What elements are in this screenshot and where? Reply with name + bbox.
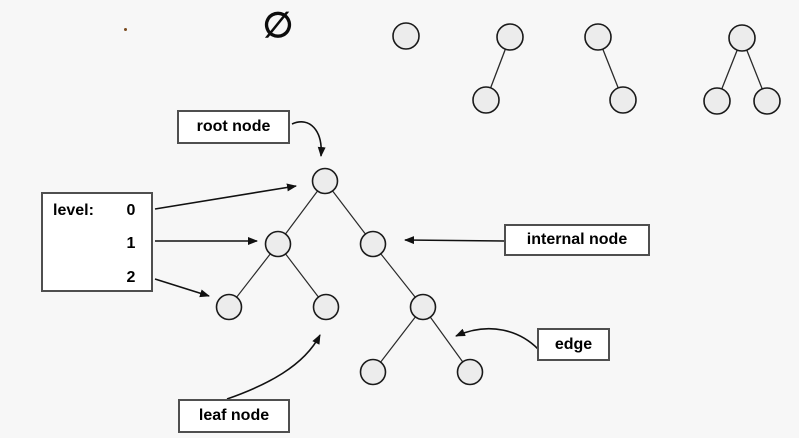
level-1-value: 1 (126, 235, 136, 252)
example-tree-two-children (703, 24, 781, 115)
root-node (311, 167, 339, 195)
internal-node-arrow (404, 236, 505, 245)
internal-node-label-text: internal node (526, 231, 628, 248)
tree-edge-pointed (372, 306, 424, 373)
level-0-arrow (154, 183, 297, 210)
tree-node (392, 22, 420, 50)
tree-node (609, 86, 637, 114)
level-2-value: 2 (126, 269, 136, 286)
internal-node-right (359, 230, 387, 258)
leaf-node-d (456, 358, 484, 386)
main-tree (215, 167, 484, 386)
root-node-arrow (291, 121, 326, 157)
empty-set-symbol: ∅ (262, 6, 294, 45)
edge-label: edge (537, 328, 610, 361)
level-2-arrow (154, 278, 210, 298)
edge-label-text: edge (554, 335, 593, 353)
example-tree-right-child (584, 23, 637, 114)
tree-node (703, 87, 731, 115)
leaf-node-label: leaf node (178, 399, 290, 433)
tree-node (584, 23, 612, 51)
tree-edge (228, 243, 279, 308)
tree-node (728, 24, 756, 52)
root-node-label: root node (177, 110, 290, 144)
level-0-value: 0 (126, 202, 136, 219)
tree-node (472, 86, 500, 114)
speck-dot (124, 28, 127, 31)
leaf-node-arrow (226, 334, 321, 400)
internal-node-label: internal node (504, 224, 650, 256)
internal-node-left (264, 230, 292, 258)
level-legend-box: level: 0 1 2 (41, 192, 153, 292)
tree-edge (372, 243, 424, 308)
level-label: level: (53, 202, 94, 219)
tree-node (753, 87, 781, 115)
annotation-arrows (154, 121, 539, 400)
example-tree-left-child (472, 23, 524, 114)
leaf-node-c (359, 358, 387, 386)
tree-edge (422, 306, 471, 373)
root-node-label-text: root node (196, 118, 271, 135)
example-tree-single (392, 22, 420, 50)
edge-arrow (455, 327, 539, 350)
leaf-node-a (215, 293, 243, 321)
leaf-node-b (312, 293, 340, 321)
leaf-node-label-text: leaf node (198, 407, 270, 424)
tree-node (496, 23, 524, 51)
internal-node-lower (409, 293, 437, 321)
